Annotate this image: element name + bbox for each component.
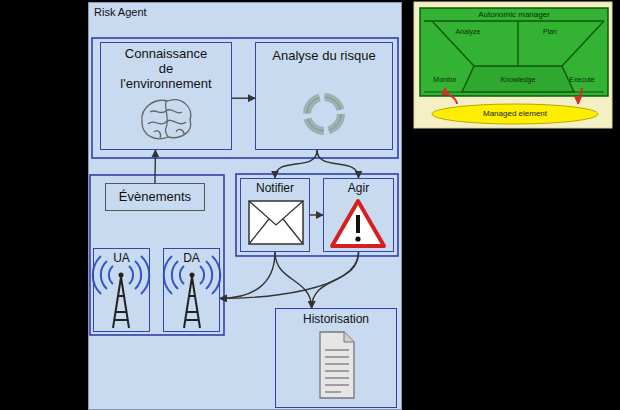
node-text: UA — [113, 252, 130, 266]
group-outline — [92, 38, 398, 158]
node-text: Risk Agent — [94, 6, 147, 19]
node-text: Execute — [569, 76, 594, 84]
connector — [317, 150, 358, 178]
connector — [220, 252, 275, 298]
action-box: Agir — [323, 178, 394, 252]
brain-icon — [142, 100, 191, 139]
connector — [154, 150, 156, 183]
antenna-box: UA — [93, 248, 150, 332]
connector — [220, 252, 359, 298]
group-outline — [90, 175, 224, 335]
connector — [578, 88, 582, 104]
warning-icon — [332, 201, 384, 246]
node-text: Analyse du risque — [272, 49, 375, 64]
node-text: Agir — [348, 182, 369, 196]
connector — [232, 97, 255, 98]
antenna-icon — [164, 256, 221, 328]
log-box: Historisation — [275, 308, 397, 408]
manager-box: Autonomic managerAnalyze PlanMonitor Knowl… — [420, 8, 608, 96]
process-box: Analyse du risque — [255, 42, 393, 150]
event-box: Évènements — [105, 183, 205, 211]
connector — [310, 214, 323, 215]
figure-ground — [414, 2, 612, 128]
antenna-box: DA — [163, 248, 220, 332]
managed-ellipse: Managed element — [432, 104, 598, 124]
connector — [445, 88, 457, 104]
node-text: Notifier — [256, 182, 294, 196]
action-box: Notifier — [240, 178, 310, 252]
connector — [275, 150, 317, 178]
document-icon — [320, 332, 354, 398]
phase-label-box: Analyze — [446, 24, 490, 40]
phase-label-box: Monitor — [424, 72, 466, 88]
knowledge-box: Knowledge — [488, 72, 548, 88]
node-text: Managed element — [483, 109, 547, 118]
node-text: Autonomic manager — [478, 10, 550, 19]
antenna-icon — [93, 256, 150, 328]
node-text: Évènements — [119, 190, 191, 205]
connector — [275, 252, 312, 308]
panel-ground — [88, 2, 402, 410]
node-text: Historisation — [303, 313, 369, 327]
node-text: Connaissance de l'environnement — [117, 47, 216, 92]
phase-label-box: Execute — [560, 72, 604, 88]
panel: Risk AgentConnaissance de l'environnemen… — [88, 2, 402, 410]
autonomic-illustration — [420, 8, 608, 124]
cycle-icon — [307, 97, 341, 131]
process-box: Connaissance de l'environnement — [100, 42, 232, 150]
envelope-icon — [249, 201, 303, 244]
phase-label-box: Plan — [528, 24, 572, 40]
node-text: DA — [183, 252, 200, 266]
node-text: Plan — [543, 28, 557, 36]
group-outline — [236, 174, 398, 256]
node-text: Monitor — [433, 76, 456, 84]
node-text: Analyze — [456, 28, 481, 36]
node-text: Knowledge — [501, 76, 536, 84]
